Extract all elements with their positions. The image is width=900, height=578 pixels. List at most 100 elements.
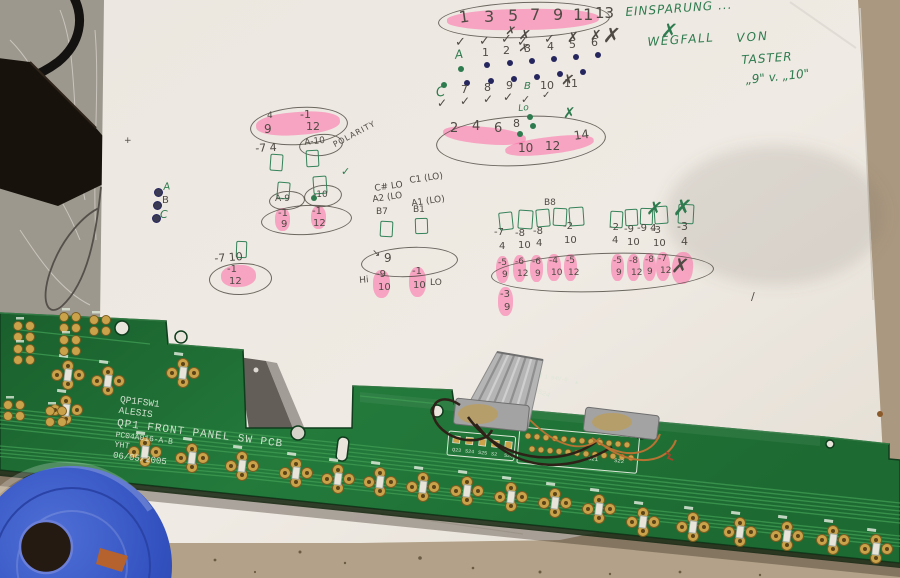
trace <box>0 445 900 537</box>
handwritten-note: 10 <box>564 235 577 246</box>
pad-hole <box>117 379 121 383</box>
handwritten-note: ✓ <box>544 32 555 47</box>
handwritten-note: 9 <box>281 219 288 230</box>
handwritten-note: -6 <box>515 257 524 267</box>
handwritten-note: 9 <box>535 269 541 279</box>
switch-footprint <box>406 465 440 502</box>
connector-ref-label: S21 <box>588 455 599 463</box>
handwritten-note: 10 <box>540 79 554 92</box>
ink-ring-dot <box>152 214 161 223</box>
ref-designator-mark <box>182 436 193 441</box>
pad-hole <box>77 373 81 377</box>
handwritten-note: + <box>124 136 132 146</box>
connector-ref-label: S26 <box>504 453 514 460</box>
switch-footprint <box>91 359 125 396</box>
paper-sheet <box>100 0 884 543</box>
handwritten-note: 6 <box>591 36 598 49</box>
ref-designator-mark <box>457 469 468 474</box>
handwritten-note: ✓ <box>437 96 448 110</box>
ref-designator-mark <box>92 311 100 314</box>
pad-hole <box>831 547 835 551</box>
pad-hole <box>240 455 244 459</box>
handwritten-note: 3 <box>484 7 495 26</box>
switch-actuator-silk <box>63 368 73 382</box>
pad-hole <box>874 556 878 560</box>
gold-pad <box>59 335 69 345</box>
gold-pad <box>25 321 35 331</box>
trace <box>0 407 900 504</box>
handwritten-note: -5 <box>498 258 507 268</box>
handwritten-note: 4 <box>681 235 688 248</box>
pad-hole <box>179 456 183 460</box>
gold-pad <box>57 406 67 416</box>
connector-ref-label: S22 <box>614 457 625 465</box>
switch-footprint <box>723 510 757 547</box>
gold-pad <box>13 321 23 331</box>
pad-hole <box>727 530 731 534</box>
highlighter-mark <box>547 254 561 281</box>
ref-designator-mark <box>413 465 424 470</box>
switch-footprint <box>676 505 710 542</box>
handwritten-note: -2 <box>609 222 619 233</box>
pad-hole <box>389 480 393 484</box>
pad-hole <box>774 534 778 538</box>
handwritten-note: -1 <box>312 206 322 217</box>
handwritten-note: 9 <box>384 251 392 265</box>
ref-designator-mark <box>633 500 644 505</box>
pad-hole <box>498 495 502 499</box>
gold-pad <box>25 344 35 354</box>
pad-pair <box>45 402 67 427</box>
handwritten-note: 5 <box>569 38 576 51</box>
handwritten-note: 6 <box>494 121 503 136</box>
pad-hole <box>106 370 110 374</box>
ink-dot <box>488 78 494 84</box>
handwritten-note: 10 <box>378 282 391 293</box>
gold-pad <box>25 355 35 365</box>
handwritten-note: 4 <box>536 238 543 249</box>
ref-designator-mark <box>232 444 243 449</box>
handwritten-note: ✗ <box>563 104 576 122</box>
handwritten-note: 10 <box>518 240 531 251</box>
pad-hole <box>680 525 684 529</box>
switch-actuator-silk <box>187 451 197 465</box>
pad-hole <box>874 538 878 542</box>
ref-designator-mark <box>16 317 24 320</box>
gold-pad <box>101 326 111 336</box>
switch-footprint <box>166 351 200 388</box>
connector-pad <box>605 439 613 447</box>
pad-hole <box>240 473 244 477</box>
switch-actuator-silk <box>638 515 648 529</box>
handwritten-note: ✓ <box>501 32 512 47</box>
pad-hole <box>143 459 147 463</box>
gold-pad <box>71 312 81 322</box>
connector-pad <box>560 435 568 443</box>
pad-hole <box>820 538 824 542</box>
highlighter-mark <box>530 255 543 282</box>
gold-pad <box>13 355 23 365</box>
connector-pad <box>614 440 622 448</box>
handwritten-note: -1 <box>227 264 237 275</box>
switch-footprint <box>816 518 850 555</box>
pad-hole <box>863 547 867 551</box>
handwritten-note: A-9 <box>275 194 290 204</box>
ref-designator-mark <box>56 388 67 393</box>
handwritten-note: ✓ <box>341 165 351 178</box>
gold-pad <box>25 332 35 342</box>
pad-hole <box>201 456 205 460</box>
ink-dot <box>595 52 601 58</box>
switch-actuator-silk <box>828 533 838 547</box>
silkscreen-line: ALESIS <box>118 405 154 420</box>
handwritten-note: ✓ <box>483 92 494 106</box>
handwritten-note: 9 <box>553 5 564 24</box>
trace <box>0 448 900 541</box>
switch-actuator-silk <box>291 466 301 480</box>
connector-ref-label: S25 <box>478 450 488 457</box>
handwritten-note: 2 <box>450 121 459 136</box>
pad-hole <box>885 547 889 551</box>
handwritten-note: -10 <box>313 190 328 200</box>
pad-hole <box>432 485 436 489</box>
pad-hole <box>229 464 233 468</box>
silkscreen-line: QP1FSW1 <box>119 394 160 410</box>
gold-pad <box>59 312 69 322</box>
